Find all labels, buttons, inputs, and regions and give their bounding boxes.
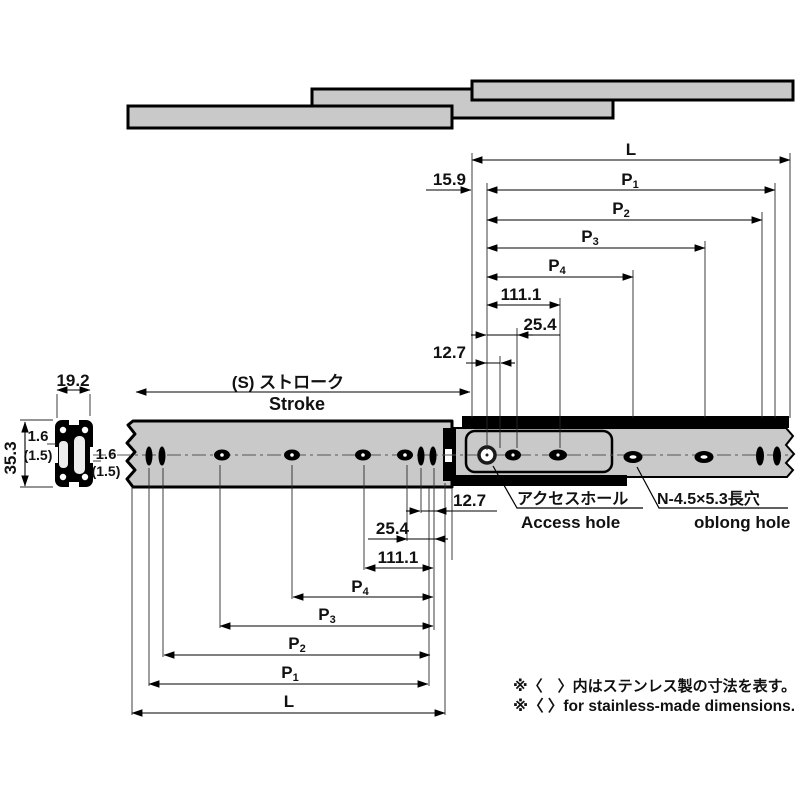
middle-rail-end-profile	[464, 429, 614, 474]
note-jp: ※〈 〉内はステンレス製の寸法を表す。	[513, 677, 796, 695]
dim-label-L-top: L	[626, 140, 636, 159]
dim-label-P2-bottom: P2	[288, 634, 305, 655]
dim-label-111.1-bottom: 111.1	[378, 548, 419, 567]
inner-rail-extended	[470, 79, 795, 102]
dim-label-P4-top: P4	[548, 256, 566, 277]
dim-label-111.1-top: 111.1	[501, 285, 542, 304]
dim-label-25.4-top: 25.4	[523, 315, 557, 334]
stroke-label-jp: (S) ストローク	[232, 373, 344, 392]
dim-label-35.3: 35.3	[1, 441, 20, 474]
dim-label-P3-bottom: P3	[318, 605, 335, 626]
dim-label-1.6-right: 1.6	[96, 446, 117, 463]
mounting-holes-right	[477, 445, 781, 466]
cross-section-view	[55, 419, 93, 488]
dim-label-P1-bottom: P1	[281, 663, 298, 684]
rail-top-flange	[462, 416, 789, 428]
dim-label-12.7-bottom: 12.7	[453, 491, 486, 510]
mounting-holes-left	[145, 446, 437, 466]
dimension-lines	[21, 156, 791, 717]
oblong-hole-leader	[636, 466, 788, 509]
dim-label-19.2: 19.2	[56, 371, 89, 390]
dim-label-12.7-top: 12.7	[433, 343, 466, 362]
dim-label-P2-top: P2	[612, 199, 629, 220]
labels: 19.2 35.3 1.6 (1.5) 1.6 (1.5) (S) ストローク …	[1, 140, 796, 715]
note-en: ※〈 〉for stainless-made dimensions.	[513, 697, 795, 715]
oblong-hole-label-jp: N-4.5×5.3長穴	[657, 489, 760, 508]
dim-label-1.5-left: (1.5)	[24, 447, 53, 463]
dim-label-L-bottom: L	[284, 692, 294, 711]
dim-label-P1-top: P1	[621, 170, 638, 191]
dim-label-1.5-right: (1.5)	[92, 463, 121, 479]
dim-label-25.4-bottom: 25.4	[376, 519, 410, 538]
access-hole-label-jp: アクセスホール	[517, 490, 628, 508]
slide-side-view	[92, 416, 796, 489]
oblong-hole-label-en: oblong hole	[694, 513, 790, 532]
access-hole-leader	[492, 465, 643, 509]
dim-label-P4-bottom: P4	[351, 577, 369, 598]
leader-lines	[492, 465, 788, 509]
rail-bottom-flange	[452, 475, 627, 486]
dim-label-P3-top: P3	[581, 227, 598, 248]
dim-label-1.6-left: 1.6	[28, 428, 49, 445]
access-hole-label-en: Access hole	[521, 513, 620, 532]
dim-label-15.9: 15.9	[433, 170, 466, 189]
extended-slide-view	[126, 79, 795, 130]
outer-rail-extended	[126, 104, 454, 130]
extension-lines	[20, 153, 791, 715]
stroke-label-en: Stroke	[269, 394, 325, 414]
